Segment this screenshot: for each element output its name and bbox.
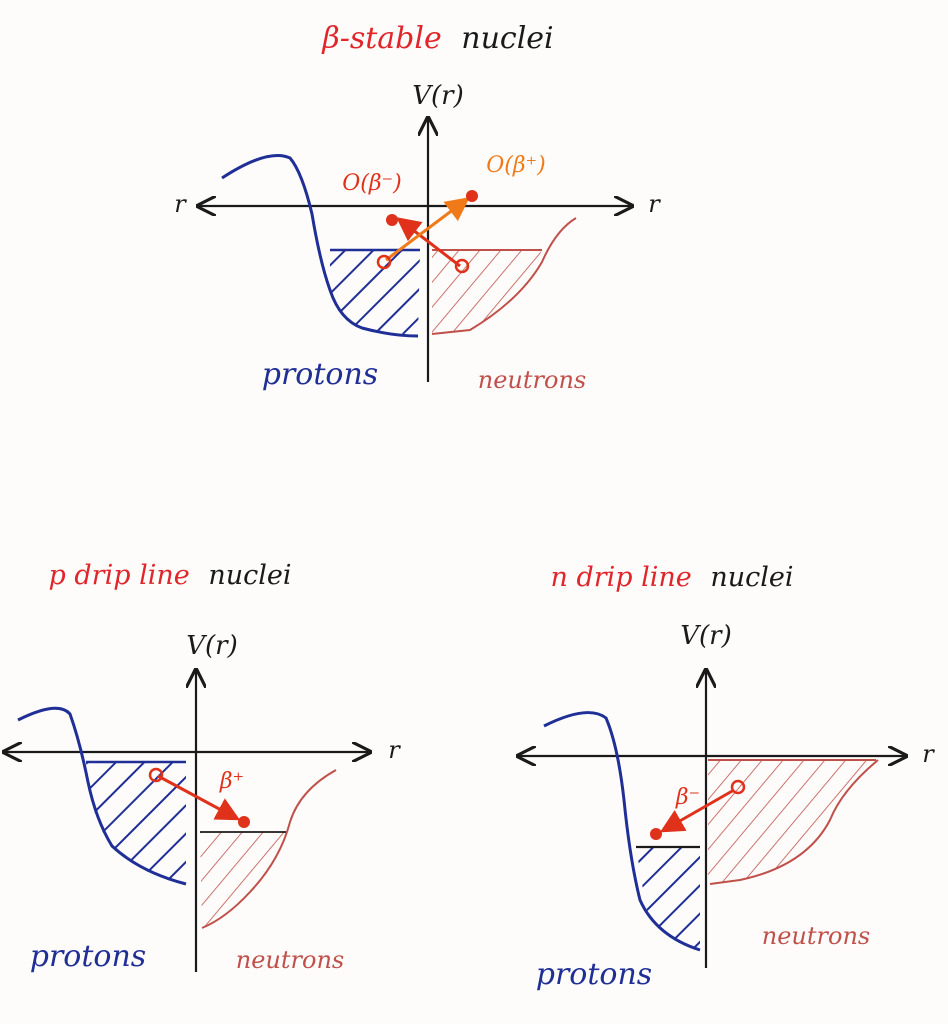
panel-2-beta-plus-label: β⁺ — [219, 769, 244, 794]
panel-3-title: n drip line nuclei — [550, 562, 793, 593]
panel-3-beta-minus-hole — [730, 779, 746, 795]
panel-2-title-plain: nuclei — [208, 560, 291, 591]
panel-1-beta-minus-dot — [386, 214, 398, 226]
panel-1-title: β-stable nuclei — [321, 21, 553, 56]
panel-n-drip-line: n drip line nuclei V(r) r β⁻ protons neu… — [518, 562, 935, 992]
panel-2-beta-plus-hole — [148, 767, 164, 783]
panel-1-beta-minus-hole — [454, 258, 470, 274]
panel-1-proton-potential — [221, 154, 419, 338]
panel-3-neutron-hatch — [708, 760, 878, 884]
panel-1-xlabel-left: r — [174, 190, 187, 218]
panel-2-proton-potential — [17, 706, 187, 886]
panel-3-beta-minus-arrow — [659, 788, 735, 833]
panel-2-ylabel: V(r) — [186, 631, 238, 661]
panel-1-beta-plus-arrow — [385, 197, 470, 262]
panel-2-neutrons-label: neutrons — [236, 946, 344, 974]
panel-2-protons-label: protons — [30, 939, 146, 974]
panel-1-protons-label: protons — [262, 357, 378, 392]
panel-1-proton-hatch — [330, 250, 420, 336]
panel-1-beta-plus-hole — [376, 254, 392, 270]
panel-2-proton-hatch — [86, 762, 186, 885]
panel-3-proton-potential — [543, 711, 701, 952]
panel-2-title: p drip line nuclei — [49, 560, 292, 591]
panel-3-ylabel: V(r) — [680, 621, 732, 651]
panel-2-neutron-hatch — [200, 832, 286, 928]
panel-2-title-colored: p drip line — [49, 560, 190, 591]
panel-1-title-plain: nuclei — [461, 21, 553, 56]
panel-1-neutron-potential — [431, 217, 577, 335]
panel-1-title-colored: β-stable — [321, 21, 441, 56]
panel-3-proton-hatch — [636, 847, 700, 950]
panel-p-drip-line: p drip line nuclei V(r) r β⁺ protons neu… — [4, 560, 401, 974]
panel-3-neutrons-label: neutrons — [762, 922, 870, 950]
panel-beta-stable: β-stable nuclei V(r) r r O(β⁻) O(β⁺) pro… — [174, 21, 661, 394]
panel-2-beta-plus-dot — [238, 816, 250, 828]
panel-3-neutron-potential — [709, 759, 879, 885]
panel-1-ylabel: V(r) — [412, 81, 464, 111]
panel-3-title-colored: n drip line — [550, 562, 691, 593]
panel-3-title-plain: nuclei — [710, 562, 793, 593]
panel-2-xlabel-right: r — [388, 736, 401, 764]
panel-1-beta-plus-dot — [466, 190, 478, 202]
panel-1-neutron-hatch — [432, 250, 542, 334]
panel-3-beta-minus-label: β⁻ — [675, 785, 700, 810]
panel-3-xlabel-right: r — [922, 740, 935, 768]
panel-2-neutron-potential — [201, 769, 337, 929]
panel-2-beta-plus-arrow — [157, 774, 241, 821]
panel-3-beta-minus-dot — [650, 828, 662, 840]
panel-1-beta-plus-label: O(β⁺) — [486, 153, 546, 178]
panel-1-neutrons-label: neutrons — [478, 366, 586, 394]
panel-1-beta-minus-arrow — [396, 217, 461, 268]
panel-1-xlabel-right: r — [648, 190, 661, 218]
panel-1-beta-minus-label: O(β⁻) — [342, 171, 402, 196]
panel-3-protons-label: protons — [536, 957, 652, 992]
